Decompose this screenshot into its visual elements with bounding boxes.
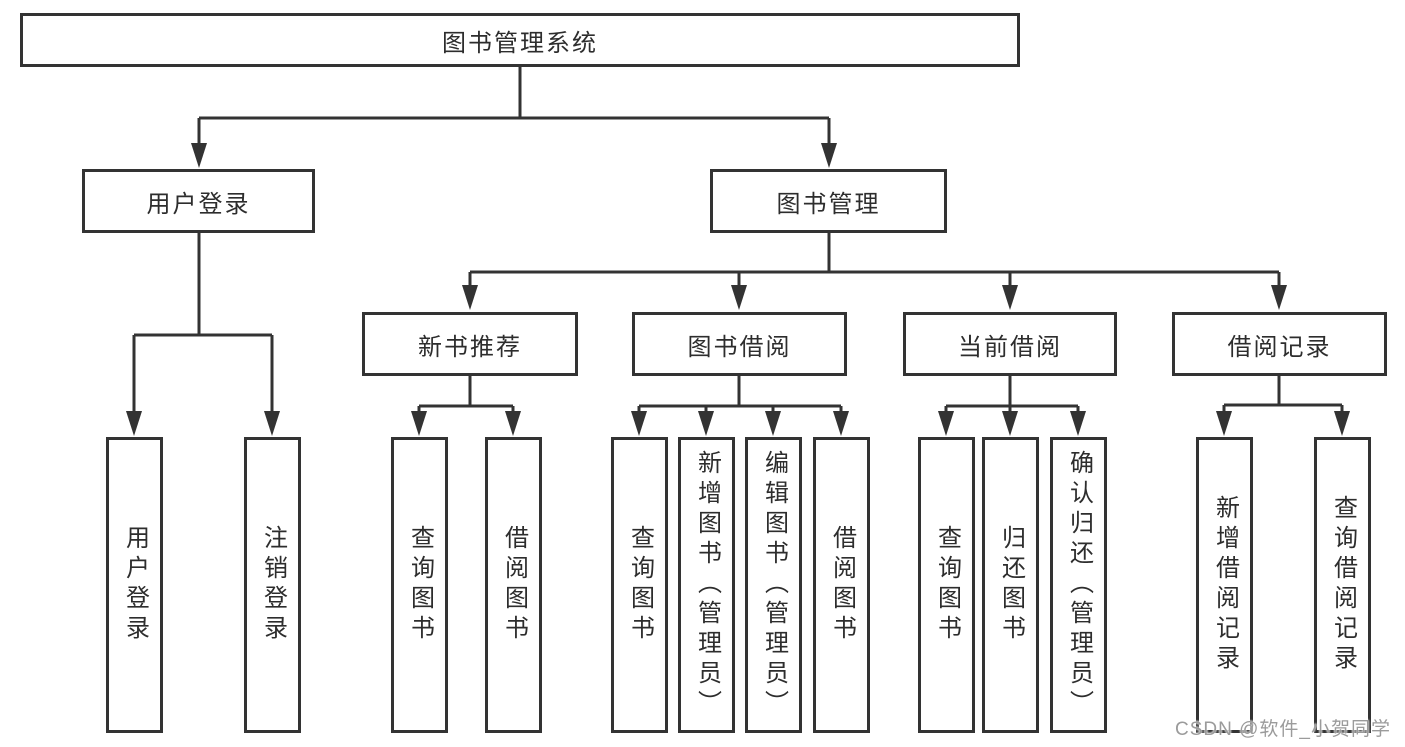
leaf-label: 查询图书 (626, 525, 654, 645)
csdn-watermark: CSDN @软件_小贺同学 (1175, 719, 1391, 740)
leaf-query-books-borrowing: 查询图书 (611, 437, 668, 733)
leaf-label: 新增借阅记录 (1211, 495, 1239, 675)
node-label: 图书管理系统 (442, 29, 598, 57)
arrowheads-leaf-level (126, 411, 1350, 436)
leaf-label: 借阅图书 (500, 525, 528, 645)
leaf-label: 注销登录 (259, 525, 287, 645)
leaf-return-books: 归还图书 (982, 437, 1039, 733)
node-label: 图书管理 (776, 190, 881, 218)
connector-bookborrow-group (637, 375, 843, 413)
leaf-query-books-newbook: 查询图书 (391, 437, 448, 733)
node-current-borrowing: 当前借阅 (903, 312, 1117, 376)
leaf-label: 确认归还（管理员） (1065, 450, 1093, 720)
leaf-borrow-books-borrowing: 借阅图书 (813, 437, 870, 733)
connector-borrowrecords-group (1222, 375, 1344, 413)
leaf-label: 借阅图书 (828, 525, 856, 645)
arrowheads-level3 (462, 285, 1287, 310)
leaf-label: 查询图书 (406, 525, 434, 645)
node-label: 新书推荐 (418, 333, 522, 361)
leaf-borrow-books-newbook: 借阅图书 (485, 437, 542, 733)
connector-bookmgmt-to-level3 (468, 232, 1281, 287)
leaf-user-login: 用户登录 (106, 437, 163, 733)
leaf-label: 新增图书（管理员） (693, 450, 721, 720)
connector-userlogin-group (132, 232, 274, 413)
node-library-management-system: 图书管理系统 (20, 13, 1020, 67)
node-book-management: 图书管理 (710, 169, 947, 233)
connector-root-to-level2 (197, 66, 831, 145)
leaf-edit-book-admin: 编辑图书（管理员） (745, 437, 802, 733)
arrowheads-level2 (191, 143, 837, 168)
node-label: 用户登录 (146, 190, 251, 218)
node-book-borrowing: 图书借阅 (632, 312, 847, 376)
node-label: 图书借阅 (687, 333, 792, 361)
leaf-label: 编辑图书（管理员） (760, 450, 788, 720)
connector-newbookrec-group (417, 375, 515, 413)
node-label: 借阅记录 (1227, 333, 1332, 361)
leaf-label: 查询图书 (933, 525, 961, 645)
leaf-add-book-admin: 新增图书（管理员） (678, 437, 735, 733)
node-user-login: 用户登录 (82, 169, 315, 233)
leaf-query-borrow-record: 查询借阅记录 (1314, 437, 1371, 733)
leaf-query-books-current: 查询图书 (918, 437, 975, 733)
node-new-book-recommendation: 新书推荐 (362, 312, 578, 376)
leaf-label: 归还图书 (997, 525, 1025, 645)
connector-currentborrow-group (944, 375, 1080, 413)
leaf-logout: 注销登录 (244, 437, 301, 733)
node-label: 当前借阅 (958, 333, 1062, 361)
leaf-label: 用户登录 (121, 525, 149, 645)
leaf-confirm-return-admin: 确认归还（管理员） (1050, 437, 1107, 733)
leaf-label: 查询借阅记录 (1329, 495, 1357, 675)
node-borrowing-records: 借阅记录 (1172, 312, 1387, 376)
leaf-add-borrow-record: 新增借阅记录 (1196, 437, 1253, 733)
